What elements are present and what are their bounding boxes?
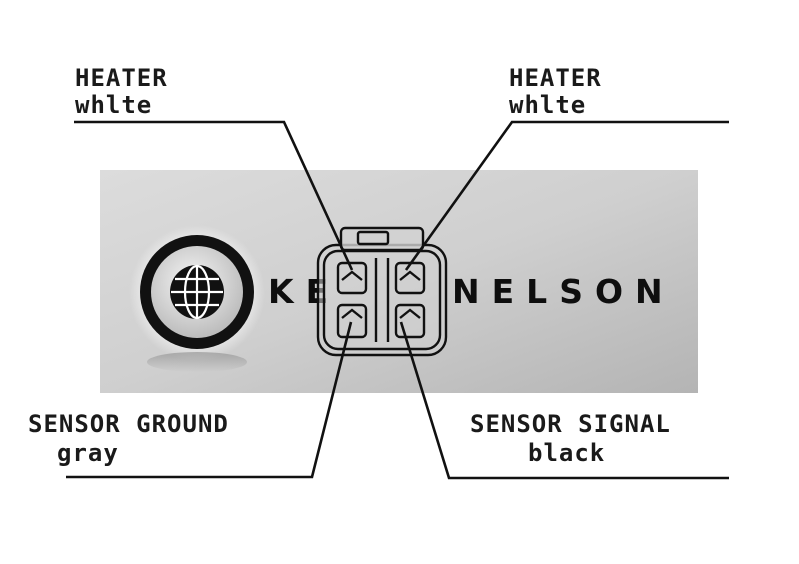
leader-line-heater-right: [404, 120, 729, 271]
leader-line-heater-left: [74, 120, 354, 271]
leader-lines: [66, 120, 729, 480]
leader-line-sensor-ground: [66, 321, 353, 479]
pin-cavity-bottom-right: [394, 303, 426, 339]
pin-function-label: HEATER: [509, 64, 602, 92]
pin-label-heater-left: HEATER whlte: [75, 64, 168, 119]
globe-icon: [129, 225, 265, 372]
brand-text-right: NELSON: [452, 272, 675, 311]
pin-wire-color-label: gray: [57, 439, 119, 467]
leader-line-sensor-signal: [399, 321, 729, 480]
pin-cavity-top-left: [336, 261, 368, 295]
pin-label-sensor-ground: SENSOR GROUND gray: [28, 410, 229, 467]
pin-wire-color-label: whlte: [509, 91, 586, 119]
pin-label-heater-right: HEATER whlte: [509, 64, 602, 119]
pin-label-sensor-signal: SENSOR SIGNAL black: [470, 410, 671, 467]
pin-wire-color-label: black: [528, 439, 605, 467]
pin-function-label: HEATER: [75, 64, 168, 92]
pin-wire-color-label: whlte: [75, 91, 152, 119]
connector-icon: [316, 226, 448, 357]
pin-function-label: SENSOR SIGNAL: [470, 410, 671, 438]
pin-function-label: SENSOR GROUND: [28, 410, 229, 438]
pin-cavity-bottom-left: [336, 303, 368, 339]
